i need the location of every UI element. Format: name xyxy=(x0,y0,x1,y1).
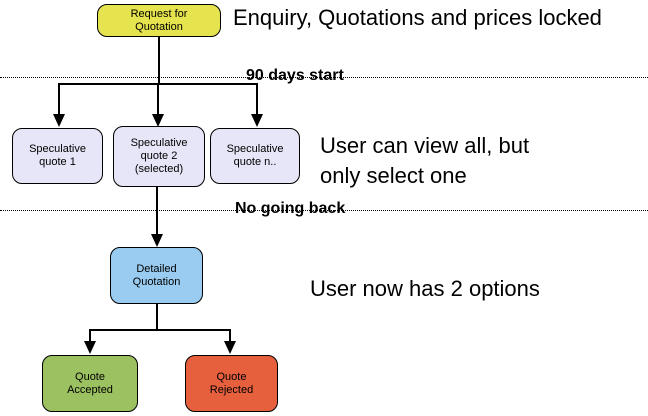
connector-branch-to-quote2 xyxy=(157,83,159,115)
connector-branch-to-quoten xyxy=(256,83,258,115)
node-quote-rejected: Quote Rejected xyxy=(185,355,278,412)
connector-detailed-to-branch xyxy=(156,304,158,331)
arrowhead-to-quote2 xyxy=(152,114,164,127)
arrowhead-to-rejected xyxy=(224,341,236,354)
annotation-view-all-note: User can view all, but only select one xyxy=(320,133,530,188)
node-speculative-quote-2-selected: Speculative quote 2 (selected) xyxy=(113,126,205,187)
node-speculative-quote-n: Speculative quote n.. xyxy=(210,128,300,184)
annotation-two-options-note: User now has 2 options xyxy=(310,276,540,301)
node-quote-accepted: Quote Accepted xyxy=(42,355,138,412)
arrowhead-to-detailed xyxy=(151,234,163,247)
node-request-for-quotation: Request for Quotation xyxy=(97,4,221,37)
phase-label-90-days-start: 90 days start xyxy=(246,67,344,84)
node-speculative-quote-1: Speculative quote 1 xyxy=(12,128,103,184)
phase-divider-no-going-back xyxy=(0,210,648,211)
arrowhead-to-quote1 xyxy=(53,114,65,127)
connector-branch-to-quote1 xyxy=(58,83,60,115)
arrowhead-to-accepted xyxy=(84,341,96,354)
phase-label-no-going-back: No going back xyxy=(235,200,346,217)
node-detailed-quotation: Detailed Quotation xyxy=(110,247,203,304)
phase-divider-90-days xyxy=(0,77,648,78)
connector-branch-to-accepted xyxy=(89,329,91,341)
annotation-enquiry-note: Enquiry, Quotations and prices locked xyxy=(233,5,602,30)
connector-branch-to-rejected xyxy=(229,329,231,341)
arrowhead-to-quoten xyxy=(251,114,263,127)
connector-branch-horizontal-bottom xyxy=(89,329,231,331)
connector-request-to-branch xyxy=(158,37,160,83)
connector-quote2-to-detailed xyxy=(156,187,158,234)
